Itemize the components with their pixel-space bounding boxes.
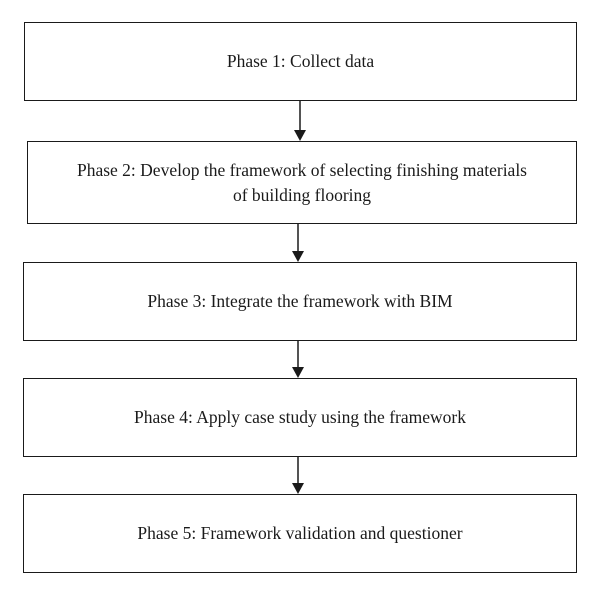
phase-3-label: Phase 3: Integrate the framework with BI… [147, 291, 453, 312]
phase-2-label: Phase 2: Develop the framework of select… [76, 160, 527, 205]
arrow-2-to-3 [292, 224, 304, 262]
arrow-1-to-2 [294, 101, 306, 141]
phase-1-box: Phase 1: Collect data [24, 22, 577, 101]
phase-4-box: Phase 4: Apply case study using the fram… [23, 378, 577, 457]
arrow-4-to-5 [292, 457, 304, 494]
phase-1-label: Phase 1: Collect data [226, 51, 375, 72]
phase-2-box: Phase 2: Develop the framework of select… [27, 141, 577, 224]
phase-5-box: Phase 5: Framework validation and questi… [23, 494, 577, 573]
phase-4-label: Phase 4: Apply case study using the fram… [134, 407, 466, 428]
phase-5-label: Phase 5: Framework validation and questi… [137, 523, 463, 544]
arrow-3-to-4 [292, 341, 304, 378]
phase-3-box: Phase 3: Integrate the framework with BI… [23, 262, 577, 341]
